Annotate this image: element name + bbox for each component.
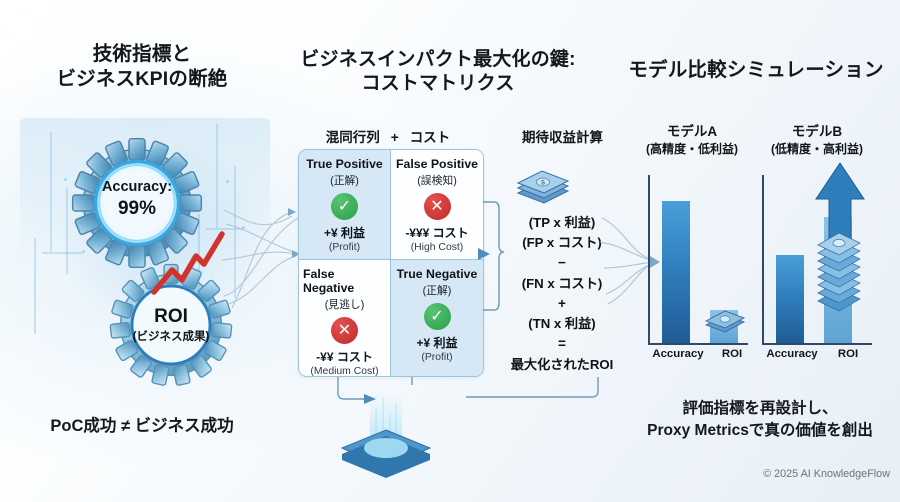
cell-value-note: (Medium Cost) <box>310 366 379 377</box>
matrix-cell-true-negative[interactable]: True Negative (正解) ✓ +¥ 利益 (Profit) <box>391 260 483 376</box>
chart-b-label-accuracy: Accuracy <box>766 348 818 360</box>
matrix-heading-left: 混同行列 <box>325 130 380 145</box>
gear-icon <box>71 137 203 269</box>
matrix-heading: 混同行列 + コスト <box>288 126 488 146</box>
calculation-heading: 期待収益計算 <box>522 130 603 145</box>
cell-title: False Positive <box>395 157 479 171</box>
model-a-name: モデルA <box>666 124 718 139</box>
left-note: PoC成功 ≠ ビジネス成功 <box>50 417 234 435</box>
cell-value-note: (Profit) <box>328 242 361 254</box>
cell-title: True Positive <box>306 157 383 171</box>
cross-icon: ✕ <box>423 193 451 221</box>
model-b-desc: (低精度・高利益) <box>771 142 863 156</box>
banknote-icon <box>704 310 746 333</box>
cell-subtitle: (誤検知) <box>417 175 457 188</box>
connector-formula-to-platform <box>466 377 599 398</box>
cell-value-note: (High Cost) <box>410 242 464 254</box>
formula-operator: = <box>558 336 566 352</box>
formula-line: (FN x コスト) <box>521 275 603 291</box>
model-b-caption: モデルB (低精度・高利益) <box>752 120 882 157</box>
cell-value: -¥¥¥ コスト <box>405 226 469 241</box>
matrix-heading-plus: + <box>390 130 399 145</box>
matrix-cell-true-positive[interactable]: True Positive (正解) ✓ +¥ 利益 (Profit) <box>299 150 391 261</box>
check-icon: ✓ <box>331 193 358 221</box>
gear-icon <box>109 263 233 386</box>
chart-a-y-axis <box>648 175 651 345</box>
svg-text:S: S <box>541 181 545 187</box>
lightning-break-icon <box>151 231 225 295</box>
chart-b-bar-accuracy <box>776 254 804 343</box>
matrix-cell-false-positive[interactable]: False Positive (誤検知) ✕ -¥¥¥ コスト (High Co… <box>391 150 483 261</box>
cell-value-note: (Profit) <box>421 352 453 364</box>
section-title-middle: ビジネスインパクト最大化の鍵: コストマトリクス <box>300 49 576 95</box>
model-b-name: モデルB <box>791 124 843 139</box>
chart-b-label-roi: ROI <box>837 348 859 360</box>
cell-subtitle: (正解) <box>422 285 452 298</box>
accuracy-gear: Accuracy: 99% <box>70 136 204 270</box>
check-icon: ✓ <box>423 303 451 331</box>
cell-value: +¥ 利益 <box>416 336 458 351</box>
chart-model-b <box>762 162 872 345</box>
coin-stack-icon <box>817 232 861 312</box>
section-title-left: 技術指標と ビジネスKPIの断絶 <box>56 43 228 90</box>
section-title-right: モデル比較シミュレーション <box>628 59 884 81</box>
cell-subtitle: (正解) <box>330 175 359 188</box>
right-note: 評価指標を再設計し、 Proxy Metricsで真の価値を創出 <box>647 400 873 440</box>
cell-subtitle: (見逃し) <box>324 299 365 312</box>
formula-result: 最大化されたROI <box>510 356 614 372</box>
chart-a-label-accuracy: Accuracy <box>652 348 704 360</box>
cell-title: True Negative <box>396 267 478 282</box>
formula-line: (TP x 利益) <box>528 215 596 230</box>
model-a-desc: (高精度・低利益) <box>646 142 738 156</box>
matrix-heading-right: コスト <box>409 130 451 145</box>
formula-line: (FP x コスト) <box>522 235 602 251</box>
chart-model-a <box>648 175 748 345</box>
cost-matrix: True Positive (正解) ✓ +¥ 利益 (Profit) Fals… <box>298 149 484 377</box>
chart-a-label-roi: ROI <box>721 348 743 360</box>
copyright-text: © 2025 AI KnowledgeFlow <box>763 468 890 480</box>
cross-icon: ✕ <box>331 317 358 345</box>
chart-b-x-axis <box>762 342 872 345</box>
formula-operator: + <box>558 295 566 311</box>
matrix-cell-false-negative[interactable]: False Negative (見逃し) ✕ -¥¥ コスト (Medium C… <box>299 260 391 377</box>
cell-title: False Negative <box>303 267 355 296</box>
model-a-caption: モデルA (高精度・低利益) <box>632 120 752 157</box>
holographic-platform-icon <box>340 390 432 478</box>
formula-line: (TN x 利益) <box>528 316 596 332</box>
chart-b-y-axis <box>762 175 765 345</box>
cell-value: +¥ 利益 <box>323 226 366 241</box>
cell-value: -¥¥ コスト <box>316 350 373 365</box>
chart-a-bar-accuracy <box>662 200 690 343</box>
expected-value-formula: (TP x 利益) (FP x コスト) − (FN x コスト) + (TN … <box>496 213 628 375</box>
chart-a-x-axis <box>648 342 748 345</box>
formula-operator: − <box>558 255 566 271</box>
banknote-stack-icon: S <box>516 170 570 204</box>
